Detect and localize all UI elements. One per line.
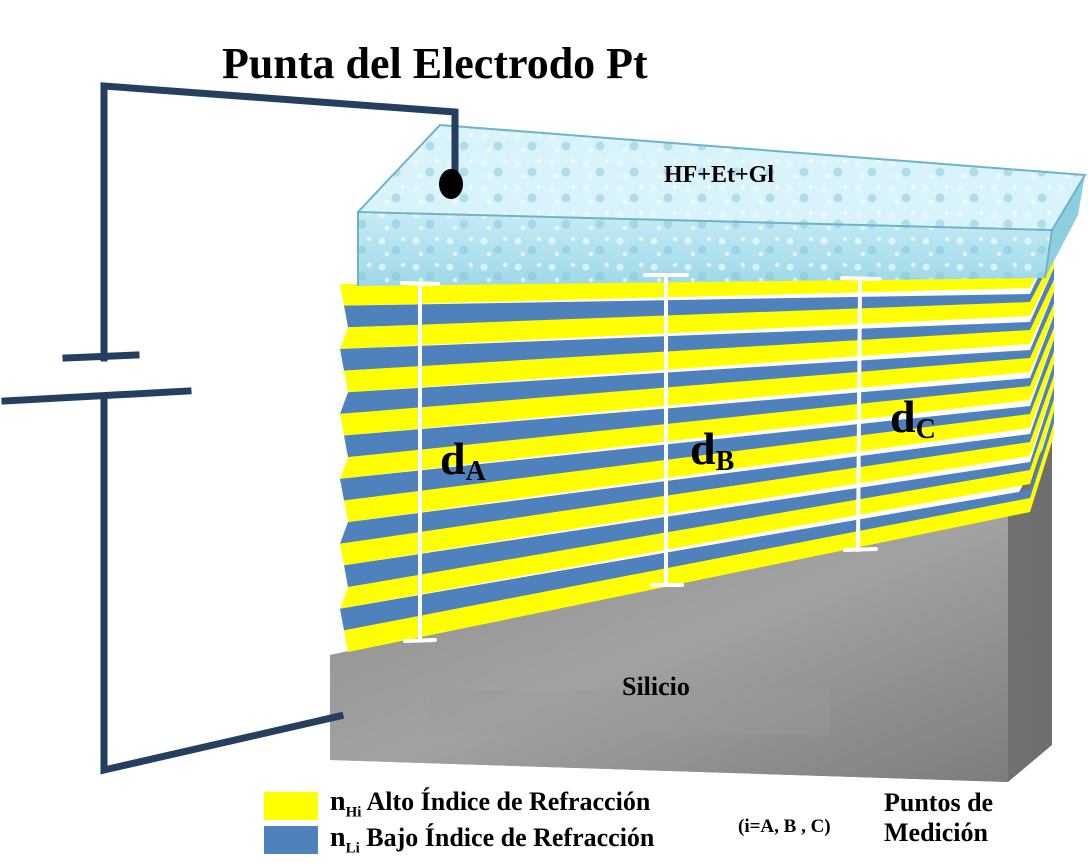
legend-low-text: Bajo Índice de Refracción <box>366 823 655 852</box>
layer-side-face <box>1030 279 1054 344</box>
diagram-title: Punta del Electrodo Pt <box>222 39 648 88</box>
layer-side-face <box>1030 351 1054 428</box>
pt-electrode-tip-icon <box>439 169 463 199</box>
high-index-layer <box>340 302 1030 349</box>
layer-side-face <box>1030 423 1054 512</box>
measurement-markers <box>400 273 882 643</box>
legend-swatch-low-index <box>264 826 318 854</box>
thickness-label-dA: dA <box>440 433 486 487</box>
legend-entry-high-index: nHi Alto Índice de Refracción <box>330 786 651 821</box>
silicon-front-face <box>330 512 1008 782</box>
layer-side-face <box>1030 303 1054 372</box>
layer-side-face <box>1030 327 1054 400</box>
measurement-points-label: Puntos de Medición <box>884 788 994 847</box>
marker-dA-top-cap <box>400 281 440 286</box>
electric-circuit <box>1 82 459 775</box>
marker-dA-bottom-cap <box>403 638 437 643</box>
thickness-label-dC: dC <box>890 391 936 445</box>
marker-dC-bottom-cap <box>843 547 878 552</box>
legend-index-note: (i=A, B , C) <box>738 816 831 837</box>
solution-side-face <box>1045 175 1085 278</box>
electrolyte-solution <box>357 123 1087 286</box>
legend-entry-low-index: nLi Bajo Índice de Refracción <box>330 822 655 857</box>
silicon-substrate <box>330 432 1052 782</box>
circuit-wire-top <box>100 82 459 362</box>
legend-high-text: Alto Índice de Refracción <box>366 787 651 816</box>
circuit-wire-bottom <box>100 392 345 775</box>
solution-label: HF+Et+Gl <box>664 162 775 188</box>
battery-long-plate <box>1 387 192 405</box>
legend-swatch-high-index <box>264 792 318 820</box>
thickness-label-dB: dB <box>690 423 735 477</box>
layer-side-face <box>1030 399 1054 484</box>
marker-dC <box>856 277 862 552</box>
low-index-layer <box>340 322 1030 371</box>
marker-dC-top-cap <box>840 276 882 281</box>
substrate-label: Silicio <box>622 672 690 701</box>
battery-short-plate <box>62 351 140 362</box>
layer-side-face <box>1030 375 1054 456</box>
